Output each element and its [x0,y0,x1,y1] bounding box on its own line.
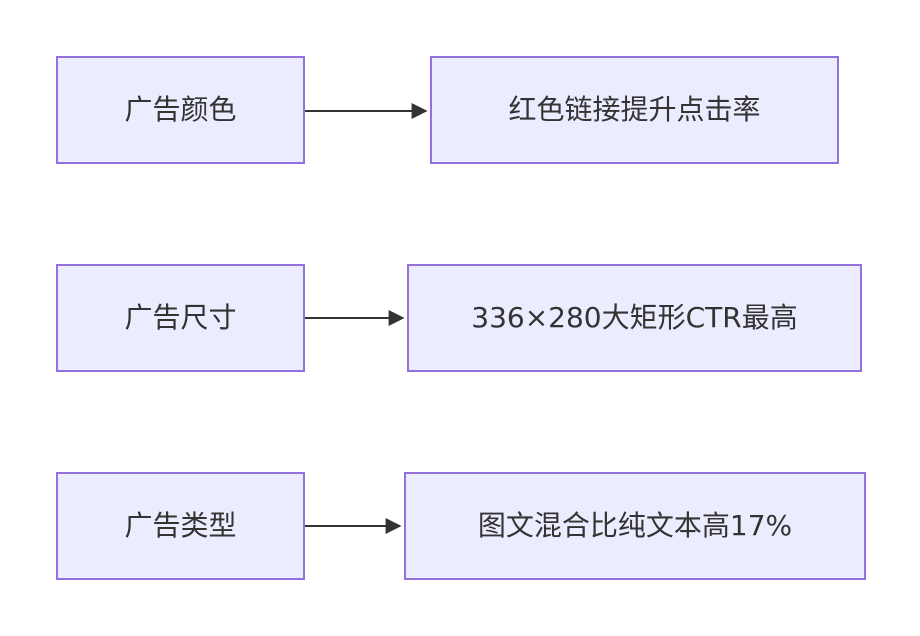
node-ad-type: 广告类型 [56,472,305,580]
node-label: 广告类型 [124,509,237,542]
node-red-link-ctr: 红色链接提升点击率 [430,56,839,164]
node-label: 图文混合比纯文本高17% [477,509,793,542]
node-ad-color: 广告颜色 [56,56,305,164]
node-large-rectangle-ctr: 336×280大矩形CTR最高 [407,264,862,372]
node-label: 广告颜色 [124,93,237,126]
node-ad-size: 广告尺寸 [56,264,305,372]
node-label: 336×280大矩形CTR最高 [471,301,798,334]
node-label: 广告尺寸 [124,301,237,334]
node-label: 红色链接提升点击率 [508,93,761,126]
node-image-text-mix: 图文混合比纯文本高17% [404,472,866,580]
